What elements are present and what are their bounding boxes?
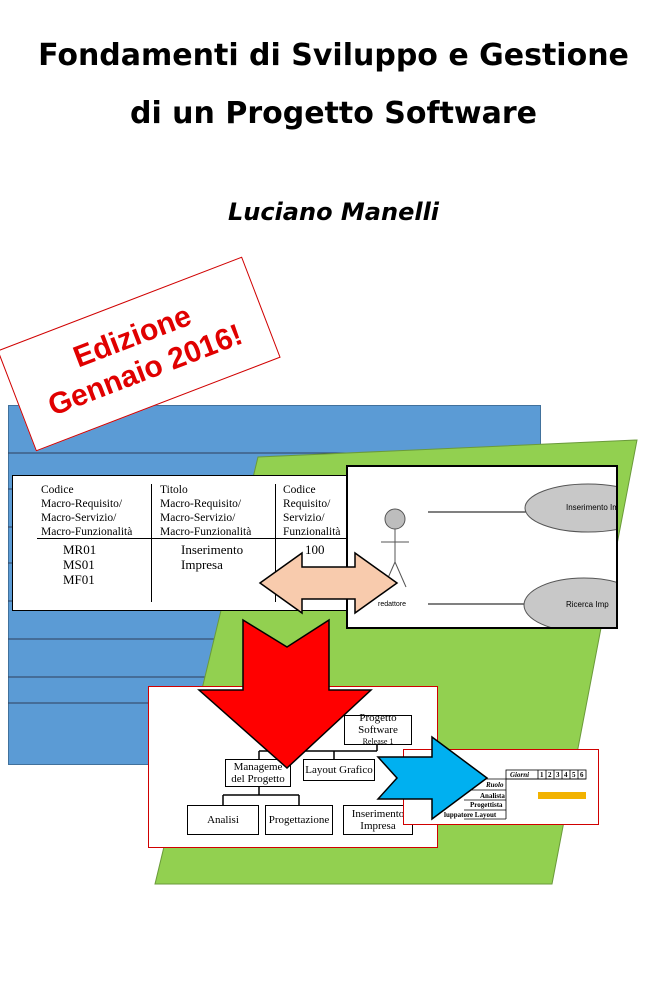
use-case-insert-label: Inserimento Im <box>566 503 618 512</box>
wbs-node-layout: Layout Grafico <box>303 759 375 781</box>
wbs-root-node: Progetto Software Release 1 <box>344 712 412 746</box>
gantt-role-progettista: Progettista <box>470 801 503 809</box>
row-code-value: 100 <box>305 542 325 557</box>
use-case-diagram: Inserimento Im Ricerca Imp redattore <box>346 465 618 629</box>
header-text: Codice <box>283 484 316 496</box>
gantt-role-layout: luppatore Layout <box>444 811 497 819</box>
header-text: Macro-Servizio/ <box>41 512 117 524</box>
table-header-rule <box>37 538 355 539</box>
actor-label: redattore <box>378 601 407 608</box>
wbs-node-text: del Progetto <box>231 773 285 785</box>
header-title-macro: Titolo Macro-Requisito/ Macro-Servizio/ … <box>160 483 251 539</box>
header-text: Funzionalità <box>283 526 341 538</box>
gantt-day-2: 2 <box>548 771 552 779</box>
gantt-grid <box>464 769 587 820</box>
gantt-day-1: 1 <box>540 771 544 779</box>
row-title: Inserimento Impresa <box>181 542 243 572</box>
header-text: Requisito/ <box>283 498 331 510</box>
header-text: Macro-Funzionalità <box>160 526 252 538</box>
wbs-root-release: Release 1 <box>362 737 394 746</box>
gantt-day-4: 4 <box>564 771 568 779</box>
wbs-node-analisi: Analisi <box>187 805 259 835</box>
wbs-node-text: Analisi <box>207 814 239 826</box>
wbs-node-text: Inserimento <box>351 808 405 820</box>
row-title-text: Inserimento <box>181 542 244 557</box>
row-title-text: Impresa <box>181 557 223 572</box>
table-divider <box>275 484 276 602</box>
row-code: MS01 <box>63 557 95 572</box>
wbs-node-text: Impresa <box>360 820 396 832</box>
author-name: Luciano Manelli <box>227 198 440 226</box>
header-text: Codice <box>41 484 74 496</box>
gantt-role-analista: Analista <box>480 792 505 800</box>
gantt-day-6: 6 <box>580 771 584 779</box>
gantt-days-label: Giorni <box>510 771 530 779</box>
wbs-node-management: Manageme del Progetto <box>225 759 291 787</box>
table-divider <box>151 484 152 602</box>
wbs-root-title: Progetto Software <box>358 712 398 736</box>
header-text: Macro-Servizio/ <box>160 512 236 524</box>
header-code-macro: Codice Macro-Requisito/ Macro-Servizio/ … <box>41 483 132 539</box>
header-text: Servizio/ <box>283 512 325 524</box>
wbs-node-text: Layout Grafico <box>305 764 373 776</box>
header-text: Titolo <box>160 484 188 496</box>
use-case-search-label: Ricerca Imp <box>566 600 609 609</box>
header-text: Macro-Requisito/ <box>160 498 242 510</box>
wbs-node-progettazione: Progettazione <box>265 805 333 835</box>
row-codes: MR01 MS01 MF01 <box>63 542 96 587</box>
use-case-drawing <box>381 483 616 627</box>
header-text: Macro-Funzionalità <box>41 526 133 538</box>
header-code-requirement: Codice Requisito/ Servizio/ Funzionalità <box>283 483 341 539</box>
gantt-day-3: 3 <box>556 771 560 779</box>
header-text: Macro-Requisito/ <box>41 498 123 510</box>
wbs-node-text: Manageme <box>233 761 283 773</box>
gantt-day-5: 5 <box>572 771 576 779</box>
wbs-node-text: Progettazione <box>268 814 330 826</box>
title-line-1: Fondamenti di Sviluppo e Gestione <box>38 38 629 73</box>
title-line-2: di un Progetto Software <box>129 96 538 131</box>
row-code: MR01 <box>63 542 97 557</box>
gantt-role-label: Ruolo <box>486 781 504 789</box>
row-code: MF01 <box>63 572 95 587</box>
wbs-node-inserimento: Inserimento Impresa <box>343 805 413 835</box>
